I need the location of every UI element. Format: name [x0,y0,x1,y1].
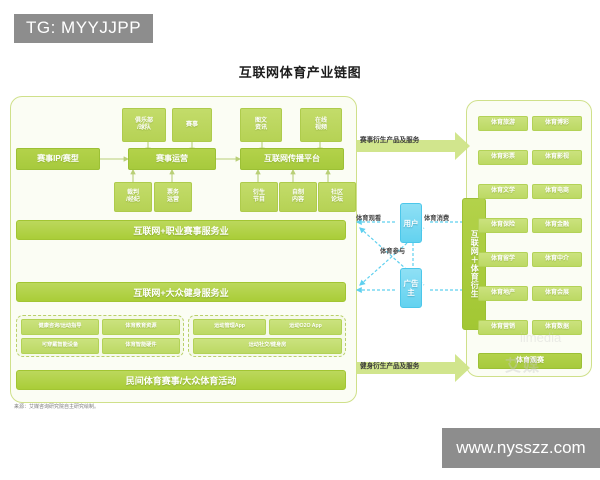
node-sports-marketing[interactable]: 体育营销 [478,320,528,335]
url-watermark-badge: www.nysszz.com [442,428,600,468]
node-event[interactable]: 赛事 [172,108,212,142]
node-health-consulting[interactable]: 健康咨询/运动指导 [21,319,99,335]
node-self-made-content[interactable]: 自制 内容 [279,182,317,212]
ghost-watermark-cn: 艾媒 [505,358,542,375]
node-sports-o2o-app[interactable]: 运动O2O App [269,319,342,335]
node-sports-tourism[interactable]: 体育旅游 [478,116,528,131]
page-title: 互联网体育产业链图 [238,65,362,80]
node-wearable-device[interactable]: 可穿戴智能设备 [21,338,99,354]
banner-grassroots-events: 民间体育赛事/大众体育活动 [16,370,346,390]
node-sports-film[interactable]: 体育影视 [532,150,582,165]
label-event-derivative-products: 赛事衍生产品及服务 [360,137,420,144]
node-sports-spectating[interactable]: 体育观赛 [478,353,582,369]
label-sports-consumption: 体育消费 [424,215,450,222]
label-fitness-derivative-products: 健身衍生产品及服务 [360,363,420,370]
tg-watermark-badge: TG: MYYJJPP [14,14,154,43]
node-sports-data[interactable]: 体育数据 [532,320,582,335]
banner-professional-event-service: 互联网+职业赛事服务业 [16,220,346,240]
node-sports-social-gym[interactable]: 运动社交/健身房 [193,338,342,354]
label-sports-participation: 体育参与 [380,248,406,255]
node-sports-lottery[interactable]: 体育彩票 [478,150,528,165]
node-community-forum[interactable]: 社区 论坛 [318,182,356,212]
node-internet-broadcast-platform[interactable]: 互联网传播平台 [240,148,344,170]
node-event-operation[interactable]: 赛事运营 [128,148,216,170]
node-sports-insurance[interactable]: 体育保险 [478,218,528,233]
node-sports-education-resource[interactable]: 体育教育资源 [102,319,180,335]
node-sports-management-app[interactable]: 运动管理App [193,319,266,335]
node-sports-real-estate[interactable]: 体育地产 [478,286,528,301]
ghost-watermark-en: iimedia [520,330,562,345]
node-derivative-program[interactable]: 衍生 节目 [240,182,278,212]
node-sports-smart-hardware[interactable]: 体育智能硬件 [102,338,180,354]
node-club-team[interactable]: 俱乐部 /球队 [122,108,166,142]
node-event-ip[interactable]: 赛事IP/赛型 [16,148,100,170]
node-sports-agency[interactable]: 体育中介 [532,252,582,267]
node-ticketing[interactable]: 票务 运营 [154,182,192,212]
node-sports-ecommerce[interactable]: 体育电商 [532,184,582,199]
node-sports-lottery-betting[interactable]: 体育博彩 [532,116,582,131]
label-sports-watching: 体育观看 [356,215,382,222]
node-user[interactable]: 用户 [400,203,422,243]
node-sports-exhibition[interactable]: 体育会展 [532,286,582,301]
node-referee-agent[interactable]: 裁判 /经纪 [114,182,152,212]
banner-mass-fitness-service: 互联网+大众健身服务业 [16,282,346,302]
node-sports-finance[interactable]: 体育金融 [532,218,582,233]
node-sports-study-abroad[interactable]: 体育留学 [478,252,528,267]
node-text-news[interactable]: 图文 资讯 [240,108,282,142]
source-note: 来源：艾媒咨询研究院自主研究绘制。 [14,404,100,410]
node-advertiser[interactable]: 广告主 [400,268,422,308]
node-sports-literature[interactable]: 体育文学 [478,184,528,199]
node-online-video[interactable]: 在线 视频 [300,108,342,142]
